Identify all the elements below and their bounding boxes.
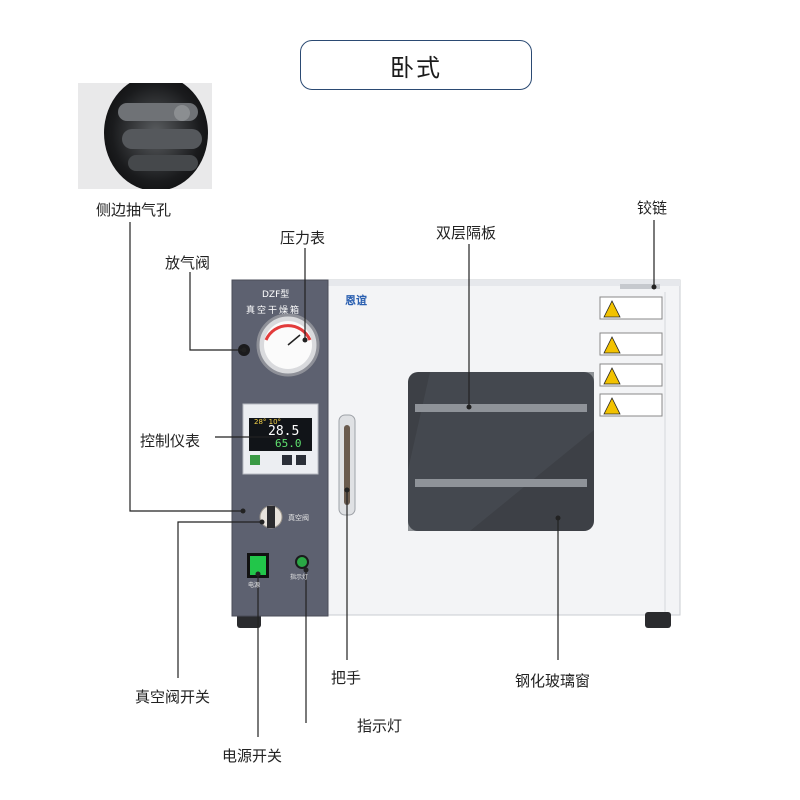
- label-release-valve: 放气阀: [165, 254, 211, 272]
- valve-panel-text: 真空阀: [288, 514, 309, 522]
- controller-sv: 65.0: [275, 437, 302, 450]
- leader-lines: [129, 220, 655, 737]
- label-glass-window: 钢化玻璃窗: [515, 672, 591, 690]
- lamp-panel-text: 指示灯: [290, 574, 309, 581]
- label-vacuum-valve-switch: 真空阀开关: [135, 688, 211, 706]
- controller-top-readout: 28° 10°: [254, 418, 282, 426]
- controller-pv: 28.5: [268, 424, 300, 439]
- label-control-meter: 控制仪表: [140, 432, 201, 450]
- label-side-exhaust: 侧边抽气孔: [96, 201, 172, 219]
- switch-panel-text: 电源: [248, 582, 261, 589]
- label-indicator-light: 指示灯: [357, 717, 403, 735]
- label-handle: 把手: [331, 669, 362, 687]
- machine-name-text: 真空干燥箱: [246, 306, 302, 316]
- label-hinge: 铰链: [637, 199, 668, 217]
- model-text: DZF型: [262, 290, 290, 300]
- label-double-shelf: 双层隔板: [436, 224, 497, 242]
- label-pressure-gauge: 压力表: [280, 229, 326, 247]
- label-power-switch: 电源开关: [222, 747, 283, 765]
- page-title: 卧式: [300, 40, 532, 90]
- side-exhaust-inset-photo: [78, 83, 212, 189]
- brand-logo: 恩谊: [345, 294, 367, 307]
